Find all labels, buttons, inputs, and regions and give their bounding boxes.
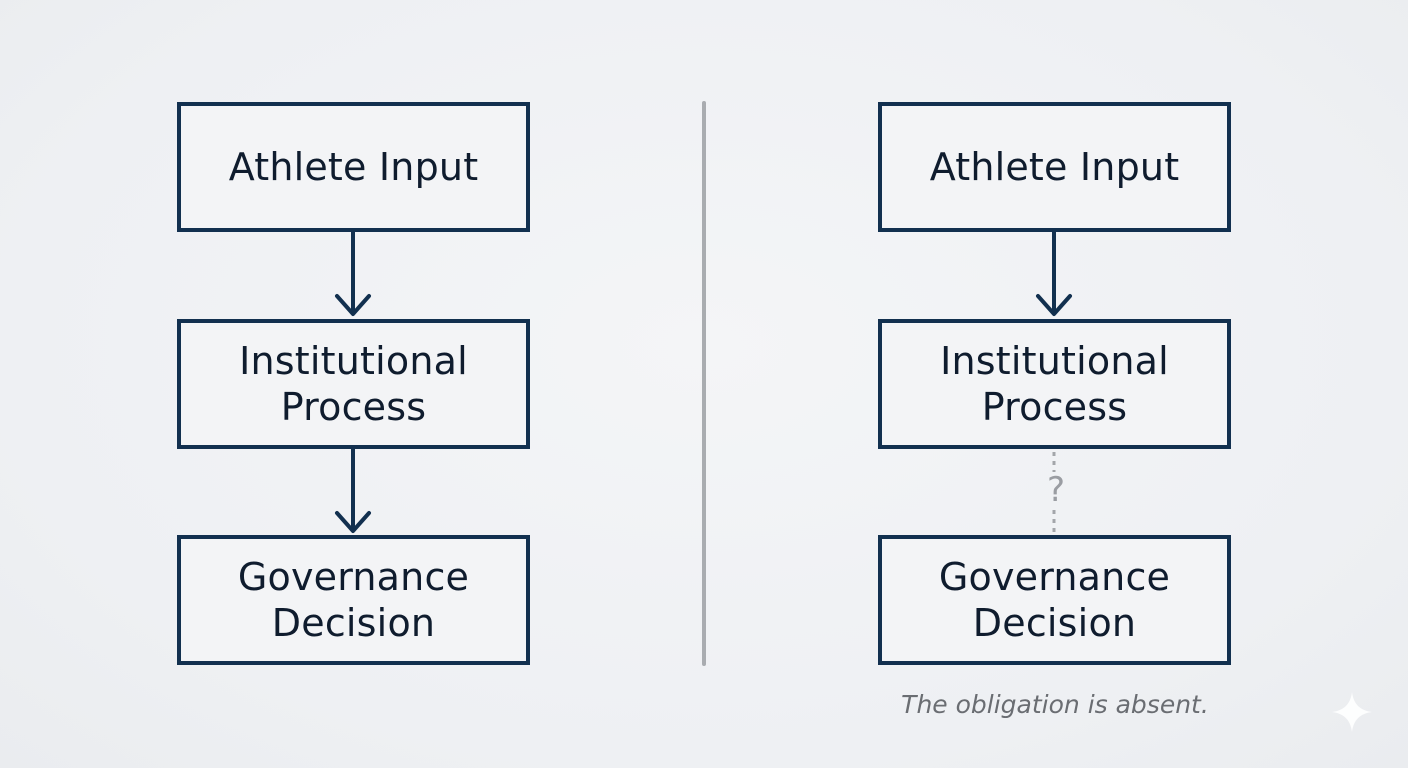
left-governance-decision-box: Governance Decision (177, 535, 530, 665)
left-institutional-process-box: Institutional Process (177, 319, 530, 449)
arrow-athlete-to-process-right (1036, 232, 1072, 316)
right-athlete-input-box: Athlete Input (878, 102, 1231, 232)
column-divider (702, 101, 706, 666)
missing-link-question-mark: ? (1046, 470, 1066, 510)
right-governance-decision-box: Governance Decision (878, 535, 1231, 665)
right-institutional-process-box: Institutional Process (878, 319, 1231, 449)
sparkle-icon (1332, 692, 1372, 732)
arrow-process-to-decision-left (335, 449, 371, 533)
arrow-athlete-to-process-left (335, 232, 371, 316)
left-athlete-input-box: Athlete Input (177, 102, 530, 232)
obligation-caption: The obligation is absent. (901, 690, 1209, 719)
